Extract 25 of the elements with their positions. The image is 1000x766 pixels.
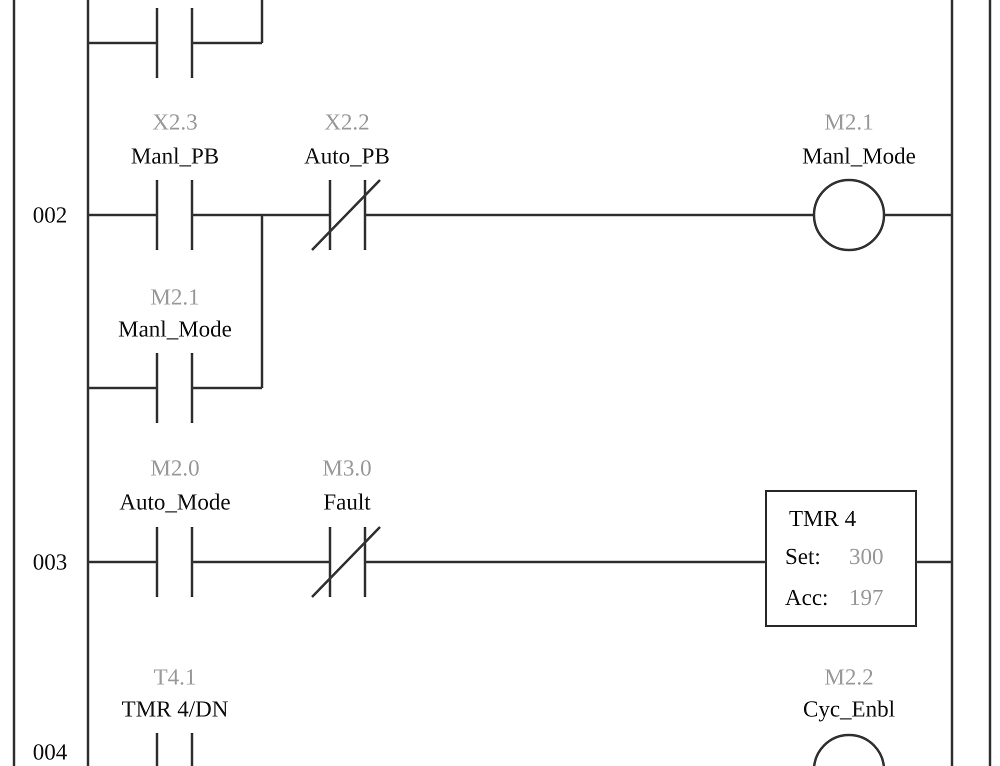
tag-label: Manl_PB — [130, 143, 220, 169]
tag-label: Auto_Mode — [119, 489, 231, 515]
address-label: M3.0 — [322, 455, 372, 481]
field-label: Acc: — [785, 585, 828, 610]
address-label: X2.2 — [324, 109, 370, 135]
tag-label: Fault — [323, 489, 371, 515]
rung-number: 002 — [32, 202, 68, 228]
address-label: M2.2 — [824, 664, 874, 690]
field-value: 300 — [849, 544, 884, 570]
field-label: Set: — [785, 544, 821, 570]
rung-number: 004 — [32, 739, 68, 765]
address-label: X2.3 — [152, 109, 198, 135]
tag-label: TMR 4/DN — [122, 696, 228, 722]
timer-block — [765, 490, 917, 627]
address-label: M2.1 — [150, 284, 200, 310]
address-label: M2.1 — [824, 109, 874, 135]
tag-label: Manl_Mode — [118, 316, 232, 342]
address-label: T4.1 — [154, 664, 196, 690]
rung-number: 003 — [32, 549, 68, 575]
address-label: M2.0 — [150, 455, 200, 481]
tag-label: Cyc_Enbl — [803, 696, 895, 722]
timer-name: TMR 4 — [789, 506, 856, 532]
field-value: 197 — [849, 585, 884, 610]
tag-label: Auto_PB — [304, 143, 390, 169]
tag-label: Manl_Mode — [802, 143, 916, 169]
